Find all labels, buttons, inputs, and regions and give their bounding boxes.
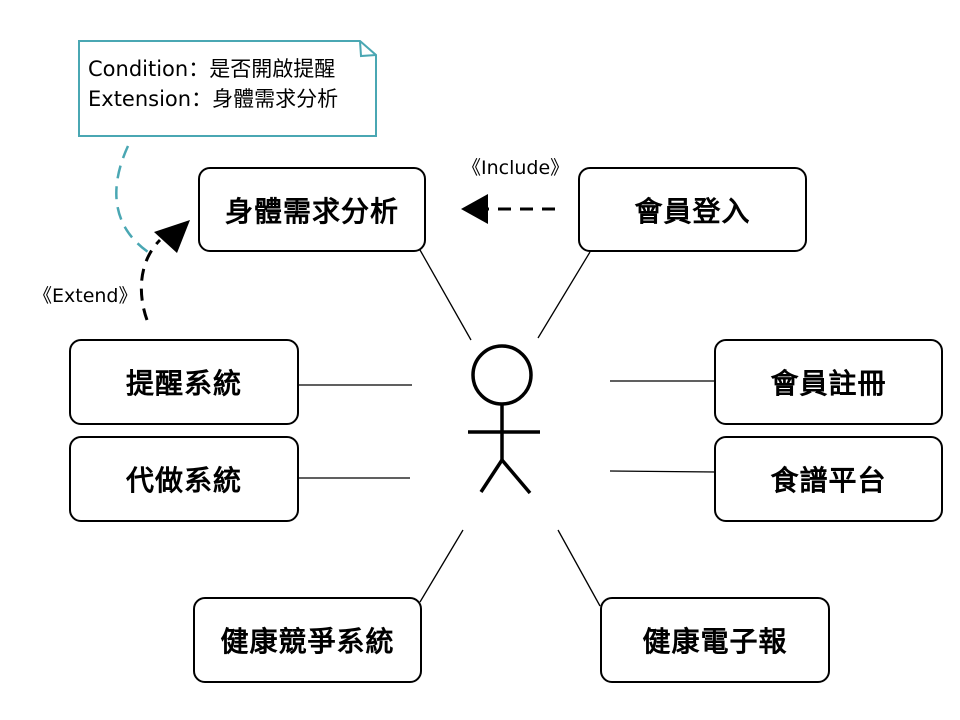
actor-stick-figure [468,344,540,495]
actor-left-leg [479,459,504,493]
use-case-recipe-platform[interactable]: 食譜平台 [714,436,943,522]
actor-head [471,344,533,406]
use-case-member-login[interactable]: 會員登入 [578,167,807,252]
include-arrowhead [461,194,488,224]
assoc-line-health-competition [419,529,464,603]
include-arrow [461,194,555,224]
assoc-line-health-newsletter [557,529,601,607]
note-connector-line [115,145,149,254]
use-case-reminder-system[interactable]: 提醒系統 [69,339,299,425]
note-condition-text: Condition：是否開啟提醒 [88,57,336,81]
assoc-line-member-login [537,251,591,339]
use-case-member-register[interactable]: 會員註冊 [714,339,943,425]
use-case-body-analysis[interactable]: 身體需求分析 [198,167,426,252]
extend-stereotype-label: 《Extend》 [33,285,138,307]
use-case-proxy-system[interactable]: 代做系統 [69,436,299,522]
include-stereotype-label: 《Include》 [462,157,570,179]
assoc-line-recipe-platform [609,470,717,473]
extend-arrow [139,220,190,321]
note-extension-text: Extension：身體需求分析 [88,87,339,111]
uml-note: Condition：是否開啟提醒 Extension：身體需求分析 [78,40,377,137]
use-case-health-newsletter[interactable]: 健康電子報 [600,597,830,683]
extend-arrowhead [154,220,190,253]
assoc-line-body-analysis [419,249,472,341]
actor-right-leg [500,458,532,495]
use-case-health-competition[interactable]: 健康競爭系統 [193,597,422,683]
note-shape [78,40,377,137]
